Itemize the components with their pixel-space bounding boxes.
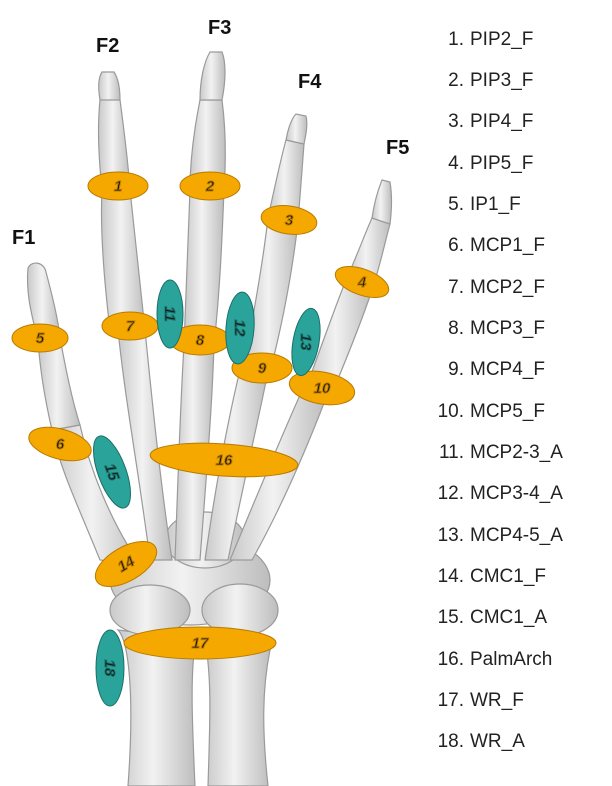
svg-text:11: 11	[161, 306, 178, 322]
svg-text:17: 17	[192, 635, 209, 652]
finger-label-f2: F2	[96, 35, 119, 57]
svg-text:8: 8	[196, 332, 205, 349]
legend-item: 12.MCP3-4_A	[428, 482, 563, 506]
legend-item: 17.WR_F	[428, 689, 524, 713]
svg-text:9: 9	[258, 360, 267, 377]
legend-item: 5.IP1_F	[428, 193, 521, 217]
finger-label-f4: F4	[298, 71, 322, 93]
svg-text:3: 3	[285, 212, 294, 229]
marker-1: 1	[88, 172, 148, 200]
legend-item: 18.WR_A	[428, 730, 525, 754]
legend-item: 3.PIP4_F	[428, 110, 533, 134]
legend-item: 15.CMC1_A	[428, 606, 547, 630]
legend-item: 6.MCP1_F	[428, 234, 545, 258]
svg-text:1: 1	[114, 178, 122, 195]
legend-item: 16.PalmArch	[428, 648, 552, 672]
legend-item: 13.MCP4-5_A	[428, 524, 563, 548]
legend-item: 7.MCP2_F	[428, 276, 545, 300]
legend-item: 14.CMC1_F	[428, 565, 546, 589]
marker-5: 5	[12, 324, 68, 352]
legend-item: 10.MCP5_F	[428, 400, 545, 424]
legend-item: 2.PIP3_F	[428, 69, 533, 93]
legend-item: 1.PIP2_F	[428, 28, 533, 52]
finger-label-f5: F5	[386, 137, 409, 159]
svg-text:18: 18	[101, 660, 118, 677]
legend-item: 8.MCP3_F	[428, 317, 545, 341]
marker-18: 18	[96, 630, 124, 706]
svg-text:12: 12	[231, 320, 248, 337]
finger-label-f1: F1	[12, 227, 35, 249]
svg-text:5: 5	[36, 330, 45, 347]
legend-item: 11.MCP2-3_A	[428, 441, 563, 465]
svg-text:4: 4	[357, 274, 367, 291]
legend-item: 9.MCP4_F	[428, 358, 545, 382]
svg-text:6: 6	[56, 436, 65, 453]
marker-17: 17	[124, 627, 276, 659]
marker-11: 11	[157, 280, 183, 348]
svg-text:13: 13	[297, 334, 314, 351]
svg-text:2: 2	[205, 178, 215, 195]
marker-7: 7	[102, 312, 158, 340]
marker-2: 2	[180, 172, 240, 200]
finger-label-f3: F3	[208, 17, 231, 39]
svg-text:10: 10	[314, 380, 331, 397]
marker-16: 16	[149, 439, 299, 481]
svg-text:16: 16	[216, 452, 233, 469]
hand-bones	[27, 52, 391, 786]
legend-item: 4.PIP5_F	[428, 152, 533, 176]
svg-text:7: 7	[126, 318, 135, 335]
